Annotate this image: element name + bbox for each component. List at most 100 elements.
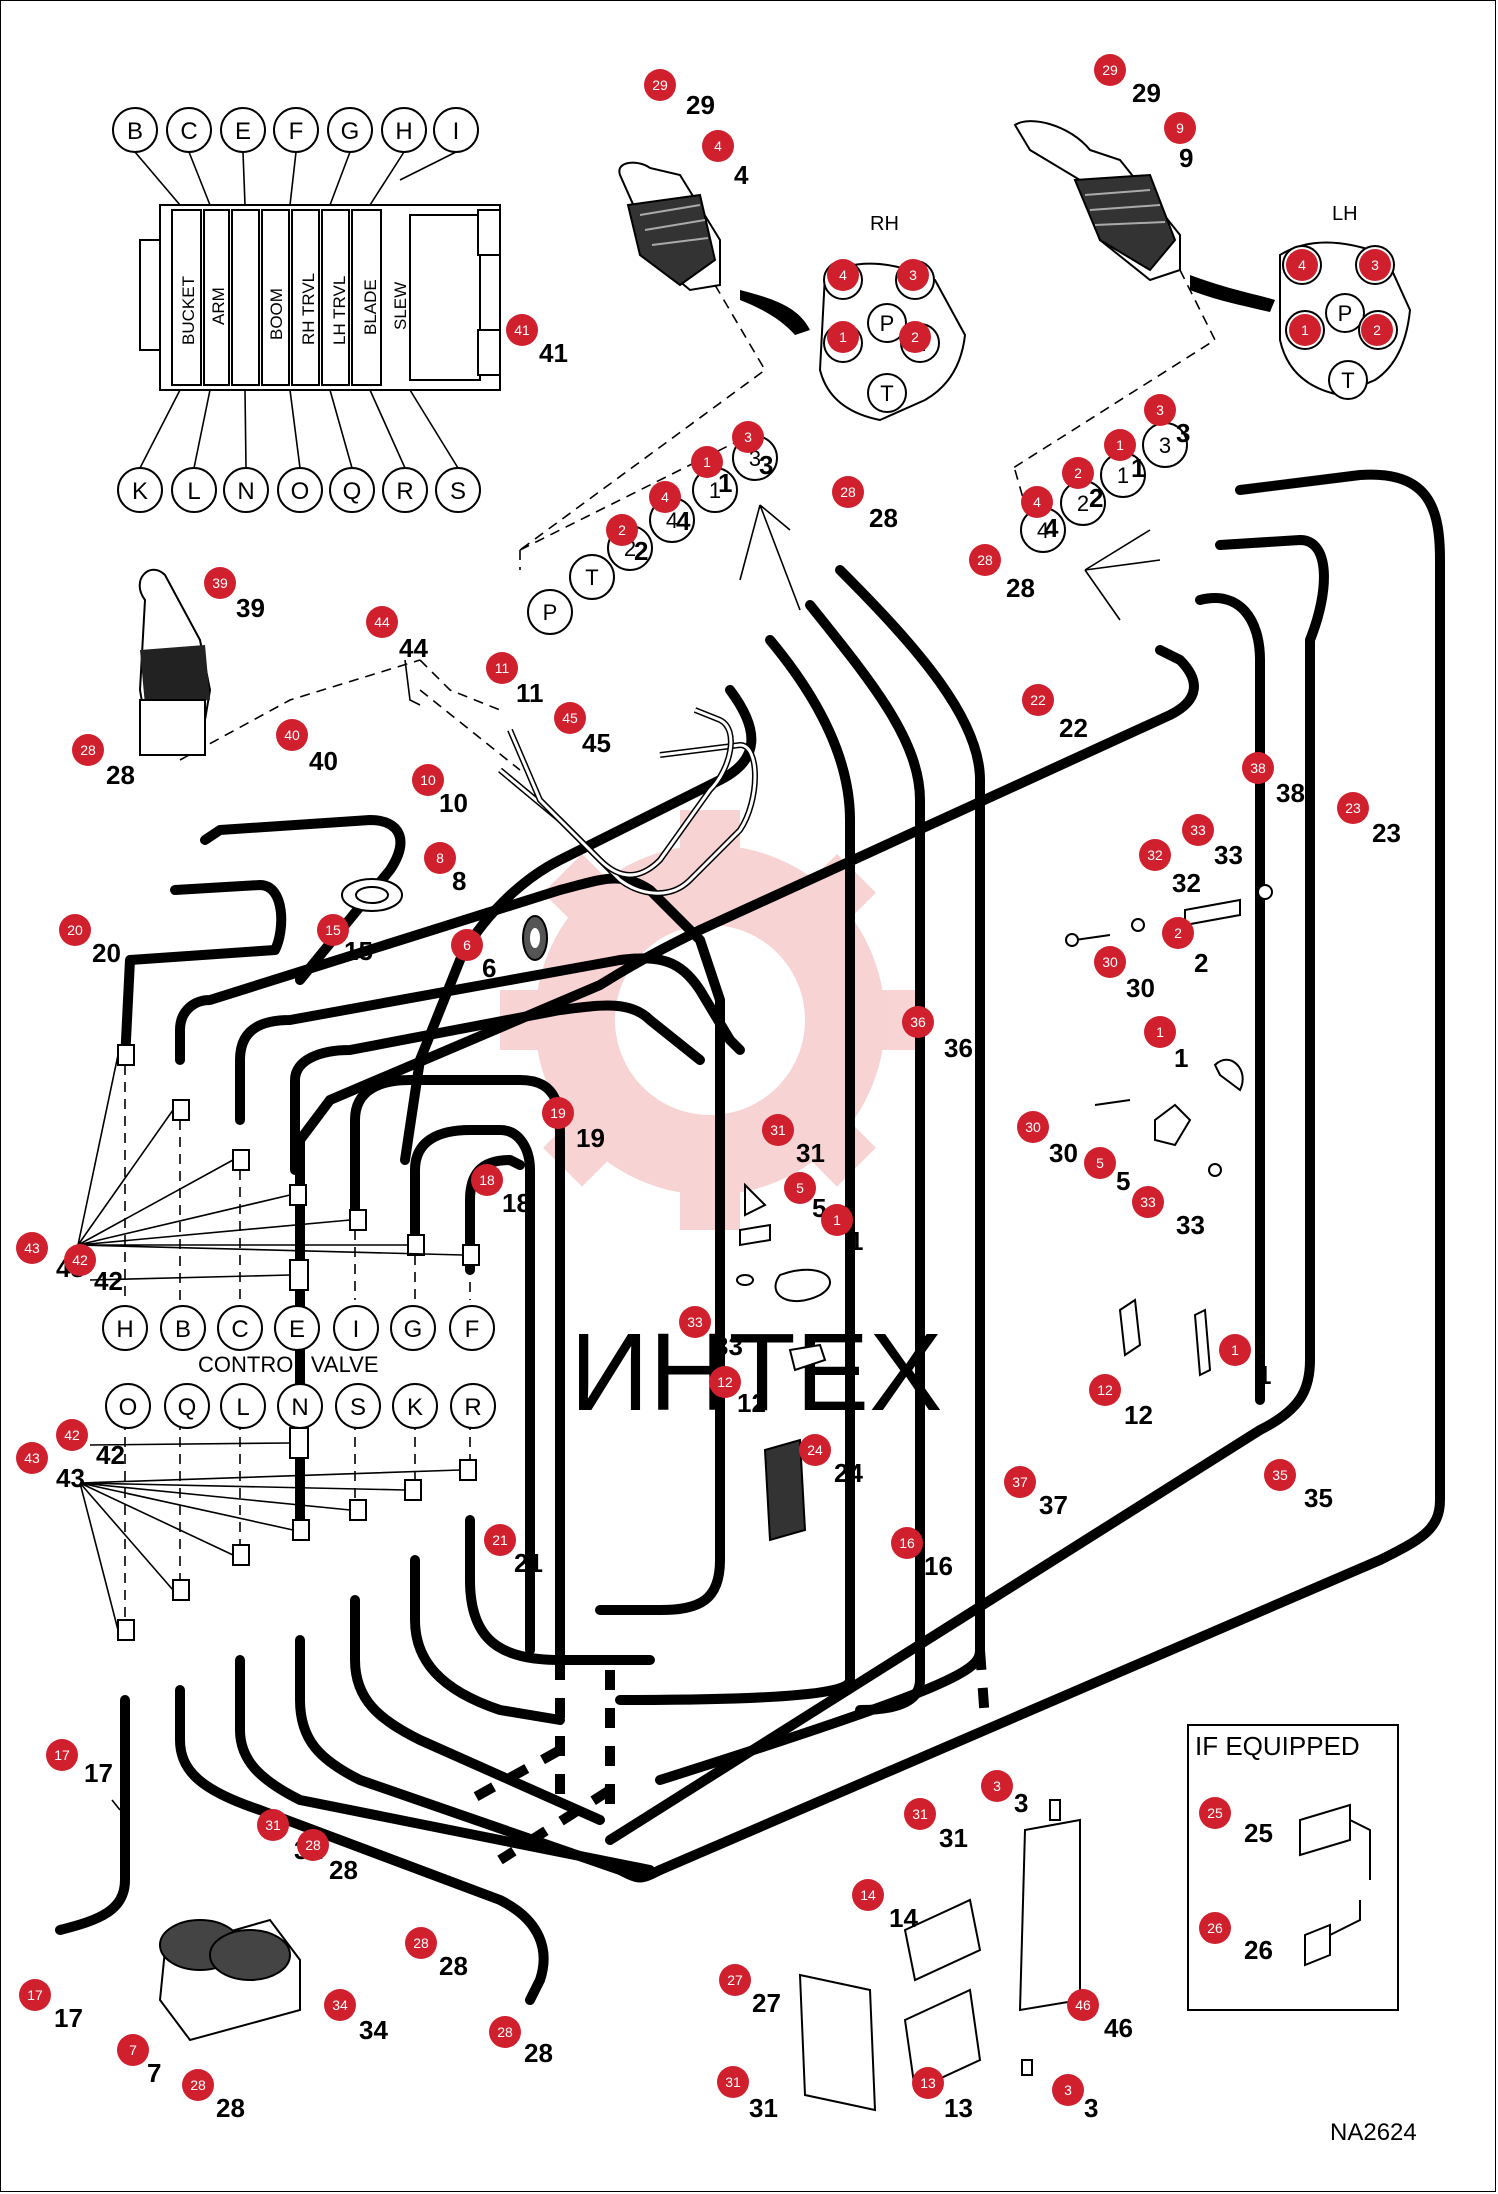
callout-1: 11 [691,446,732,498]
callout-badge-number: 43 [24,1240,40,1256]
callout-part-number: 37 [1039,1490,1068,1520]
callout-3: 33 [732,421,773,480]
callout-badge-number: 28 [190,2077,206,2093]
section-slew-label: SLEW [391,282,410,330]
callout-badge-number: 6 [463,937,471,953]
callout-badge-number: 3 [909,267,917,283]
callout-part-number: 23 [1372,818,1401,848]
callout-2: 22 [1162,917,1208,978]
callout-1: 1 [1289,314,1321,346]
lh-port-p: P [1338,301,1353,326]
valve-lower-port-row: O Q L N S K R [105,1383,496,1429]
callout-badge-number: 31 [265,1817,281,1833]
callout-part-number: 5 [1116,1166,1130,1196]
callout-badge-number: 33 [687,1314,703,1330]
callout-4: 44 [1021,486,1059,543]
callout-badge-number: 21 [492,1532,508,1548]
valve-port-g-label: G [341,118,360,145]
callout-badge-number: 34 [332,1997,348,2013]
callout-part-number: 40 [309,746,338,776]
valve-port-l-label: L [187,478,200,505]
lower-port-o: O [119,1394,138,1421]
callout-badge-number: 44 [374,614,390,630]
callout-part-number: 3 [1176,418,1190,448]
callout-9: 99 [1164,112,1196,173]
callout-badge-number: 24 [807,1442,823,1458]
callout-part-number: 18 [502,1188,531,1218]
callout-part-number: 8 [452,866,466,896]
callout-badge-number: 33 [1190,822,1206,838]
callout-part-number: 11 [516,678,544,708]
callout-badge-number: 3 [993,1778,1001,1794]
callout-part-number: 2 [634,536,648,566]
pilot-tubes [179,659,758,897]
callout-part-number: 22 [1059,713,1088,743]
callout-part-number: 9 [1179,143,1193,173]
callout-part-number: 31 [749,2093,778,2123]
callout-badge-number: 3 [1371,257,1379,273]
callout-part-number: 33 [1176,1210,1205,1240]
callout-badge-number: 3 [1064,2082,1072,2098]
lh-pilot-port-1: 1 [1117,463,1129,488]
lower-port-l: L [236,1394,249,1421]
valve-port-q-label: Q [343,478,362,505]
callout-part-number: 19 [576,1123,605,1153]
callout-badge-number: 41 [514,322,530,338]
callout-badge-number: 31 [725,2074,741,2090]
upper-port-c: C [231,1316,248,1343]
callout-part-number: 10 [439,788,468,818]
sensor-connector-24 [763,1438,807,1542]
callout-badge-number: 29 [1102,62,1118,78]
callout-badge-number: 27 [727,1972,743,1988]
callout-badge-number: 42 [64,1427,80,1443]
pilot-port-p: P [543,600,558,625]
control-valve-label: CONTROL VALVE [198,1352,379,1377]
upper-port-e: E [289,1316,305,1343]
callout-part-number: 28 [439,1951,468,1981]
valve-port-letters-top: B C E F G H I [112,107,479,206]
callout-part-number: 29 [686,90,715,120]
rh-port-p: P [880,311,895,336]
lh-port-t: T [1341,368,1354,393]
lh-port-diagram: 4 3 P 1 2 T LH [1279,203,1412,400]
callout-8: 88 [424,842,466,896]
callout-part-number: 1 [1174,1043,1188,1073]
callout-6: 66 [451,929,496,983]
callout-badge-number: 7 [129,2042,137,2058]
pilot-port-4: 4 [666,508,678,533]
callout-badge-number: 33 [1140,1194,1156,1210]
valve-port-letters-bottom: K L N O Q R S [117,389,481,513]
callout-part-number: 4 [734,160,749,190]
callout-1: 11 [1219,1334,1271,1390]
callout-part-number: 4 [676,506,691,536]
callout-part-number: 2 [1089,483,1103,513]
callout-part-number: 28 [106,760,135,790]
callout-4: 4 [827,259,859,291]
callout-part-number: 30 [1049,1138,1078,1168]
rh-port-t: T [880,381,893,406]
callout-badge-number: 4 [714,138,722,154]
valve-port-r-label: R [396,478,413,505]
